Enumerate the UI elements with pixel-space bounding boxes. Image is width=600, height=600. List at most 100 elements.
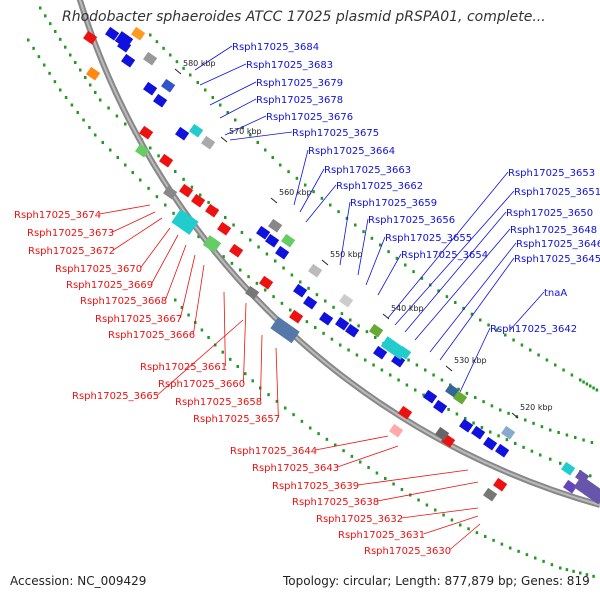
gc-dot [362, 230, 365, 234]
gc-dot [387, 250, 390, 254]
gc-dot [370, 236, 374, 240]
gc-dot [585, 573, 589, 577]
gc-dot [190, 185, 194, 189]
gc-dot [256, 141, 259, 144]
gene-feature [483, 436, 498, 451]
gc-dot [475, 531, 479, 535]
gc-dot [271, 156, 274, 159]
gene-feature-large [270, 316, 300, 344]
gc-dot [107, 106, 110, 110]
gene-feature [268, 218, 283, 233]
gene-feature [143, 51, 158, 66]
gc-dot [517, 549, 520, 553]
gc-dot [162, 46, 165, 50]
gc-dot [392, 482, 395, 486]
leader-line-forward [339, 201, 351, 266]
gc-dot [522, 445, 525, 449]
gene-label-forward: Rsph17025_3653 [508, 168, 595, 179]
gene-feature [423, 389, 438, 404]
tick-label: 530 kbp [454, 356, 487, 365]
leader-line-reverse [157, 319, 244, 396]
gc-dot [175, 60, 179, 64]
gc-dot [412, 270, 415, 274]
gc-dot [317, 432, 320, 436]
gc-dot [359, 460, 362, 464]
gene-feature [293, 283, 308, 298]
gc-dot [180, 306, 184, 309]
gc-dot [432, 373, 435, 377]
gene-feature [205, 203, 220, 218]
gc-dot [532, 421, 535, 425]
gene-label-forward: Rsph17025_3655 [385, 233, 472, 244]
gc-dot [155, 195, 159, 199]
gc-dot [365, 330, 369, 334]
gc-dot [415, 363, 419, 367]
gc-dot [187, 313, 190, 317]
gc-dot [221, 350, 224, 354]
gc-dot [94, 133, 97, 137]
gc-dot [234, 118, 237, 122]
gc-dot [537, 353, 540, 357]
gc-dot [539, 453, 542, 457]
gc-dot [524, 418, 527, 422]
gc-dot [549, 428, 552, 432]
gc-dot [489, 430, 492, 434]
gc-dot [499, 408, 502, 412]
gene-feature [121, 53, 136, 68]
gc-dot [355, 353, 359, 357]
gc-dot [27, 38, 30, 42]
gene-feature [303, 295, 318, 310]
leader-line-reverse [315, 435, 389, 451]
gc-dot [115, 114, 119, 118]
gc-dot [131, 171, 134, 174]
gc-dot [490, 404, 494, 408]
gc-dot [329, 203, 332, 207]
gc-dot [82, 118, 85, 122]
gc-dot [214, 343, 217, 347]
gc-dot [592, 386, 595, 390]
gene-label-reverse: Rsph17025_3665 [72, 391, 159, 402]
gene-label-reverse: Rsph17025_3643 [252, 463, 339, 474]
gene-feature [289, 309, 304, 324]
gc-dot [94, 91, 97, 94]
leader-line-reverse [423, 515, 479, 535]
leader-line-reverse [377, 481, 479, 502]
gene-feature [275, 245, 290, 260]
gc-dot [155, 40, 159, 44]
leader-line-reverse [112, 211, 156, 233]
gene-feature [135, 143, 150, 158]
gc-dot [282, 266, 285, 270]
gene-feature [189, 123, 204, 138]
gene-feature [86, 66, 101, 81]
tick-line [511, 412, 519, 419]
gene-feature [105, 26, 120, 41]
gene-feature [83, 30, 98, 45]
gc-dot [272, 295, 275, 299]
gene-label-forward: Rsph17025_3662 [336, 181, 423, 192]
gene-feature [139, 125, 154, 140]
gc-dot [264, 288, 267, 292]
gc-dot [450, 518, 454, 522]
summary-text: Topology: circular; Length: 877,879 bp; … [283, 574, 590, 588]
gc-dot [404, 263, 407, 267]
gc-dot [380, 368, 384, 372]
gene-feature [398, 405, 413, 420]
leader-line-forward [299, 168, 325, 213]
gc-dot [357, 324, 360, 328]
gc-dot [204, 88, 207, 92]
gc-dot [324, 299, 327, 303]
gc-dot [525, 553, 529, 557]
gc-dot [139, 178, 142, 182]
tick-label: 580 kbp [183, 59, 216, 68]
gene-label-forward: Rsph17025_3656 [368, 215, 455, 226]
gc-dot [240, 231, 244, 234]
gene-feature [495, 443, 510, 458]
gene-label-forward: Rsph17025_3646 [516, 239, 600, 250]
gene-feature [435, 426, 450, 441]
gc-dot [467, 527, 470, 531]
gc-dot [249, 238, 252, 242]
gene-label-reverse: Rsph17025_3638 [292, 497, 379, 508]
gene-feature [389, 423, 404, 438]
leader-line-reverse [243, 302, 247, 384]
